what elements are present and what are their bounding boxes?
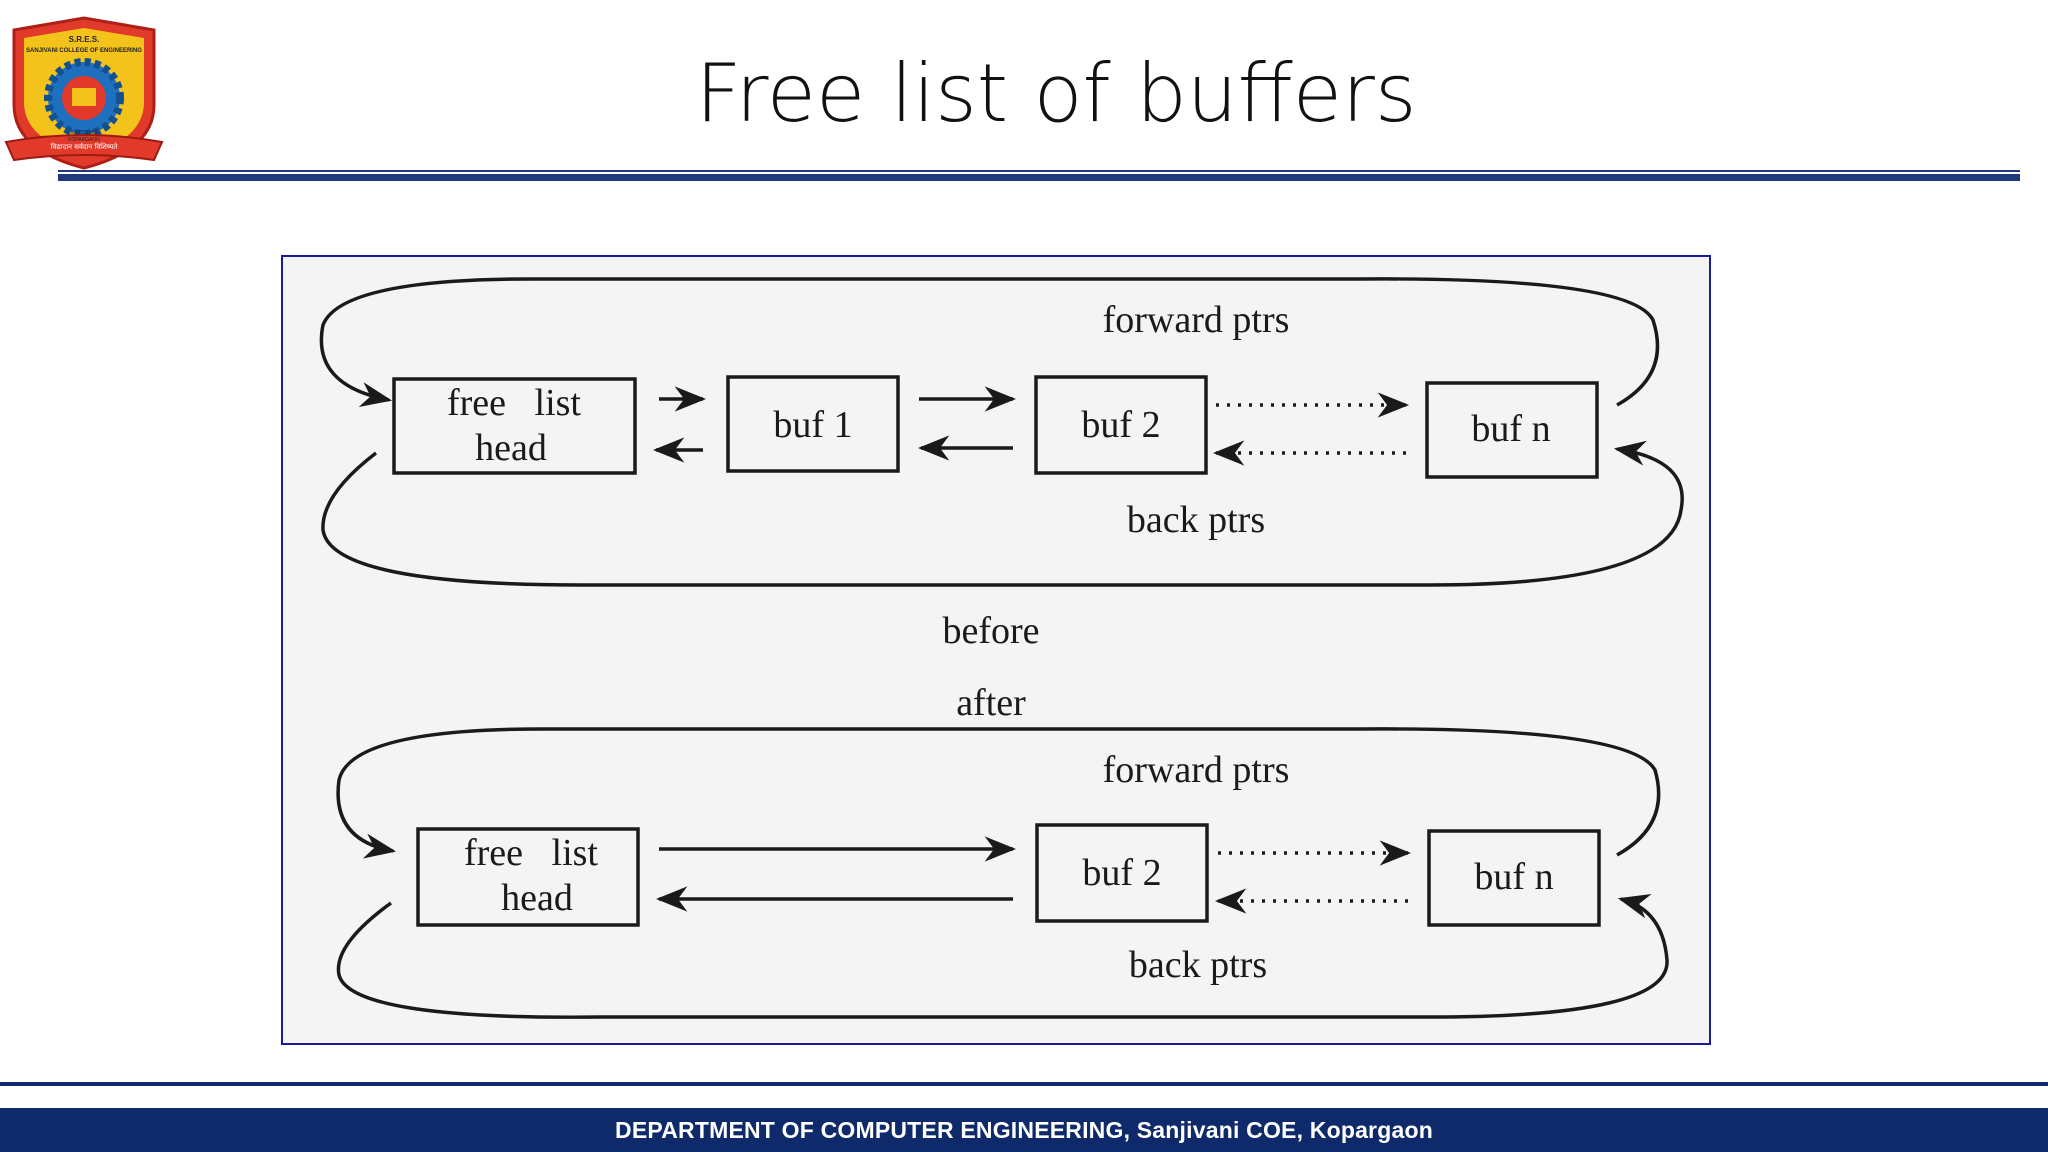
logo-motto-text: विद्यादान सर्वदान विशिष्यते: [51, 142, 119, 151]
page-title: Free list of buffers: [695, 47, 1417, 140]
before-head-label-line2: head: [475, 427, 547, 469]
college-logo: S.R.E.S. SANJIVANI COLLEGE OF ENGINEERIN…: [4, 16, 164, 170]
footer-text: DEPARTMENT OF COMPUTER ENGINEERING, Sanj…: [615, 1116, 1433, 1143]
after-back-loop: [336, 894, 1669, 1019]
logo-place-text: KOPARGAON: [68, 137, 100, 143]
logo-year-text: ESTD 1983: [71, 130, 97, 136]
before-back-loop: [321, 440, 1684, 587]
after-buf2-label: buf 2: [1082, 852, 1161, 894]
before-buf2-label: buf 2: [1081, 404, 1160, 446]
after-bufn-box: [1427, 829, 1601, 927]
before-buf1-label: buf 1: [773, 404, 852, 446]
after-back-ptrs-label: back ptrs: [1129, 944, 1267, 986]
after-bufn-label: buf n: [1474, 856, 1553, 898]
before-label: before: [942, 610, 1039, 652]
after-buf2-box: [1035, 823, 1209, 923]
before-forward-loop: [319, 277, 1660, 408]
logo-ribbon: [4, 134, 164, 162]
title-underline: [58, 174, 2020, 181]
before-back-ptrs-label: back ptrs: [1127, 499, 1265, 541]
after-head-box: [416, 827, 640, 927]
logo-building-icon: [72, 88, 96, 106]
after-label: after: [956, 682, 1026, 724]
logo-top-text: S.R.E.S.: [69, 35, 100, 44]
before-head-label-line1: free list: [447, 382, 581, 424]
footer-rule: [0, 1082, 2048, 1086]
after-forward-ptrs-label: forward ptrs: [1103, 749, 1290, 791]
before-buf1-box: [726, 375, 900, 473]
after-head-label-line1: free list: [464, 832, 598, 874]
before-buf2-box: [1034, 375, 1208, 475]
before-bufn-box: [1425, 381, 1599, 479]
before-forward-ptrs-label: forward ptrs: [1103, 299, 1290, 341]
after-forward-loop: [336, 727, 1661, 859]
title-underline-thin: [58, 170, 2020, 172]
footer-bar: DEPARTMENT OF COMPUTER ENGINEERING, Sanj…: [0, 1108, 2048, 1152]
after-head-label-line2: head: [501, 877, 573, 919]
before-head-box: [392, 377, 637, 475]
before-bufn-label: buf n: [1471, 408, 1550, 450]
free-list-diagram: forward ptrs free list head buf 1 buf 2 …: [281, 255, 1711, 1045]
logo-college-text: SANJIVANI COLLEGE OF ENGINEERING: [26, 48, 142, 54]
